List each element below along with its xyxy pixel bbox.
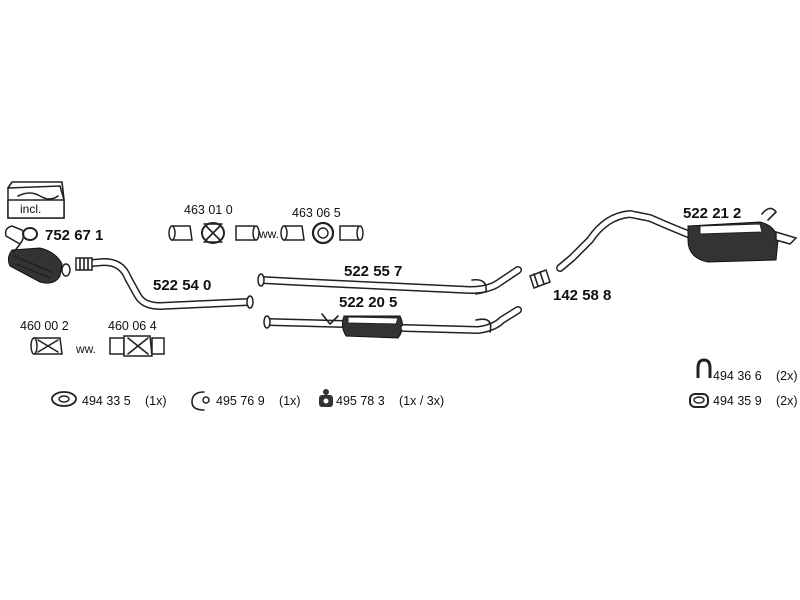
o-ring-icon <box>51 391 77 407</box>
rubber-mount-icon <box>319 389 333 407</box>
accessory-number-3: 495 78 3 <box>336 394 385 408</box>
part-number-repair-pipe-a: 460 00 2 <box>20 319 69 333</box>
ww-label-2: ww. <box>75 342 96 356</box>
part-number-clamp-b: 463 06 5 <box>292 206 341 220</box>
hanger-clip-icon <box>191 391 210 411</box>
part-number-repair-pipe-b: 460 06 4 <box>108 319 157 333</box>
accessory-number-2: 495 76 9 <box>216 394 265 408</box>
part-number-catalytic-converter: 752 67 1 <box>45 227 103 244</box>
catalytic-converter <box>4 225 71 284</box>
part-number-front-pipe: 522 54 0 <box>153 277 211 294</box>
ww-label-1: ww. <box>258 227 279 241</box>
rear-silencer <box>556 207 798 272</box>
middle-pipe <box>257 266 522 295</box>
kit-box <box>7 181 65 219</box>
accessory-qty-1: (1x) <box>145 394 167 408</box>
part-number-connector: 142 58 8 <box>553 287 611 304</box>
accessory-number-1: 494 33 5 <box>82 394 131 408</box>
o-ring-icon <box>22 227 38 241</box>
clamp-set-a <box>168 222 260 244</box>
repair-pipe-b <box>109 335 165 357</box>
part-number-middle-pipe: 522 55 7 <box>344 263 402 280</box>
part-number-middle-silencer: 522 20 5 <box>339 294 397 311</box>
part-number-clamp-a: 463 01 0 <box>184 203 233 217</box>
repair-pipe-a <box>30 337 63 355</box>
rubber-ring-icon <box>689 393 709 408</box>
part-number-rear-silencer: 522 21 2 <box>683 205 741 222</box>
accessory-number-4: 494 36 6 <box>713 369 762 383</box>
accessory-qty-2: (1x) <box>279 394 301 408</box>
accessory-qty-3: (1x / 3x) <box>399 394 444 408</box>
hanger-loop-icon <box>696 358 712 378</box>
accessory-qty-5: (2x) <box>776 394 798 408</box>
clamp-set-b <box>280 221 364 245</box>
accessory-number-5: 494 35 9 <box>713 394 762 408</box>
connector <box>529 269 551 289</box>
middle-silencer <box>263 306 522 339</box>
accessory-qty-4: (2x) <box>776 369 798 383</box>
front-pipe <box>75 257 254 310</box>
kit-box-label: incl. <box>20 202 41 216</box>
